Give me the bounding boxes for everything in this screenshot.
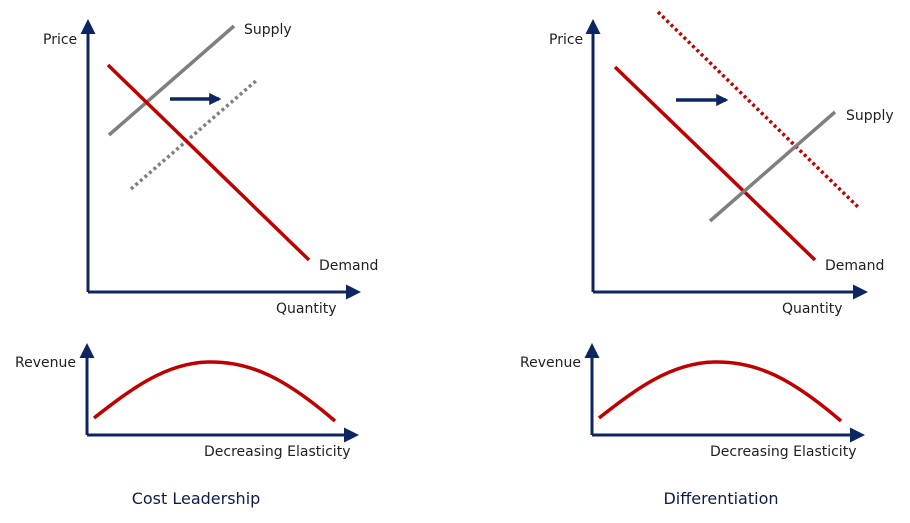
cost-leadership-revenue-chart: Revenue Decreasing Elasticity: [15, 343, 359, 460]
panel-title: Differentiation: [663, 489, 778, 508]
price-axis-label: Price: [43, 32, 77, 48]
supply-curve: [107, 24, 236, 137]
quantity-axis-label: Quantity: [276, 301, 337, 317]
cost-leadership-supply-demand-chart: Price Quantity Supply Demand: [43, 19, 378, 317]
supply-label: Supply: [244, 22, 292, 38]
elasticity-axis-label: Decreasing Elasticity: [204, 444, 350, 460]
differentiation-revenue-chart: Revenue Decreasing Elasticity: [520, 343, 865, 460]
differentiation-supply-demand-chart: Price Quantity Supply Demand: [549, 10, 894, 317]
cost-leadership-panel: Price Quantity Supply Demand Revenue Dec…: [15, 19, 378, 508]
panel-title: Cost Leadership: [132, 489, 261, 508]
revenue-axis-label: Revenue: [15, 355, 76, 371]
elasticity-axis-label: Decreasing Elasticity: [710, 444, 856, 460]
demand-label: Demand: [825, 258, 884, 274]
revenue-curve: [92, 360, 337, 423]
revenue-axis-label: Revenue: [520, 355, 581, 371]
shifted-demand-curve: [656, 10, 860, 209]
demand-label: Demand: [319, 258, 378, 274]
quantity-axis-label: Quantity: [782, 301, 843, 317]
supply-label: Supply: [846, 108, 894, 124]
price-axis-label: Price: [549, 32, 583, 48]
differentiation-panel: Price Quantity Supply Demand Revenue Dec…: [520, 10, 894, 508]
revenue-curve: [597, 360, 843, 423]
demand-curve: [106, 63, 311, 262]
demand-curve: [613, 65, 817, 262]
supply-curve: [708, 110, 837, 223]
shifted-supply-curve: [129, 78, 259, 191]
